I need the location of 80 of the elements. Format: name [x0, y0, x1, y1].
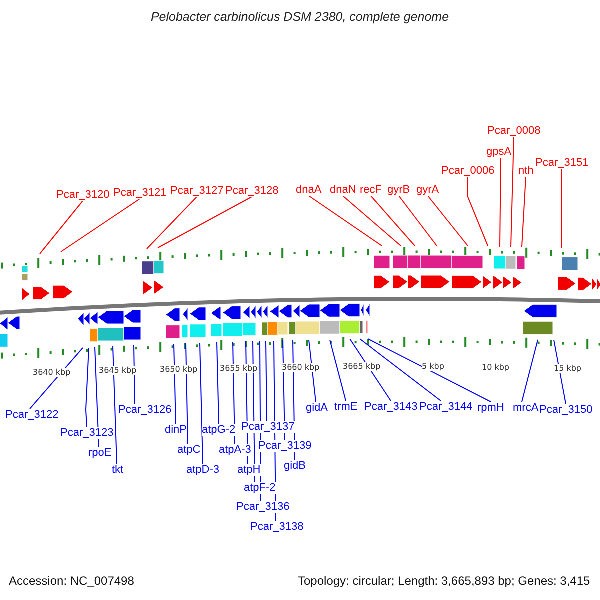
leader-line	[554, 340, 566, 404]
gene-label: tkt	[112, 464, 124, 476]
leader-line	[522, 340, 538, 402]
leader-line	[146, 196, 198, 250]
leader-line	[370, 196, 416, 246]
leader-line	[94, 346, 100, 448]
leader-line	[112, 346, 118, 464]
gene-label: Pcar_3139	[258, 440, 312, 452]
gene-label: nth	[518, 165, 534, 177]
gene-label: gidA	[306, 402, 328, 414]
footer-text: Topology: circular; Length: 3,665,893 bp; Genes: 3,415	[298, 574, 590, 588]
leader-line	[266, 340, 268, 422]
leader-line	[158, 196, 252, 248]
scale-label: 3665 kbp	[343, 362, 381, 370]
scale-label: 15 kbp	[554, 364, 582, 372]
leader-line	[200, 342, 204, 464]
gene-label: atpD-3	[186, 464, 220, 476]
gene-label: mrcA	[513, 402, 539, 414]
gene-label: Pcar_3137	[242, 421, 295, 433]
leader-line	[428, 196, 468, 246]
scale-label: 3660 kbp	[282, 362, 320, 372]
gene-label: gyrA	[416, 184, 440, 196]
gene-label: Pcar_3136	[236, 501, 290, 513]
leader-line	[86, 348, 90, 428]
leader-line	[522, 176, 526, 248]
gene-label: gyrB	[388, 184, 410, 196]
gene-label: Pcar_3128	[226, 185, 279, 197]
gene-label: Pcar_3143	[364, 401, 418, 413]
gene-label: Pcar_0008	[488, 125, 541, 137]
scale-label: 3640 kbp	[33, 368, 71, 376]
gene-label: atpA-3	[219, 444, 252, 456]
gene-label: dnaA	[296, 184, 322, 196]
scale-label: 3650 kbp	[160, 364, 198, 374]
scale-label: 3655 kbp	[220, 364, 258, 372]
gene-label: Pcar_3121	[114, 187, 167, 199]
leader-line	[40, 200, 84, 254]
leader-line	[30, 348, 84, 410]
leader-line	[60, 198, 140, 252]
gene-label: Pcar_3138	[250, 521, 304, 533]
leader-line	[468, 176, 488, 246]
leader-line	[308, 196, 382, 246]
leader-line	[510, 136, 514, 248]
gene-label: atpF-2	[244, 482, 276, 494]
leader-line	[174, 344, 176, 424]
gene-label: Pcar_3126	[118, 404, 172, 416]
gene-label: atpH	[238, 464, 261, 476]
gene-label: Pcar_0006	[442, 165, 495, 177]
leader-line	[308, 340, 316, 402]
gene-label: Pcar_3127	[170, 185, 224, 197]
leader-line	[134, 344, 136, 404]
gene-label: Pcar_3150	[540, 404, 593, 416]
gene-label: atpG-2	[202, 424, 236, 436]
leader-line	[350, 338, 392, 402]
gene-label: Pcar_3123	[60, 427, 114, 439]
leader-line	[360, 338, 442, 402]
gene-label: Pcar_3120	[56, 189, 110, 201]
gene-label: rpoE	[88, 447, 112, 459]
footer-text: Accession: NC_007498	[9, 574, 134, 588]
leader-line	[186, 342, 188, 444]
leader-line	[368, 338, 492, 402]
gene-label: atpC	[178, 444, 201, 456]
gene-label: gpsA	[486, 146, 512, 158]
leader-line	[330, 340, 346, 402]
gene-label: dinP	[165, 424, 188, 436]
gene-label: Pcar_3151	[536, 157, 589, 169]
scale-label: 10 kbp	[482, 362, 510, 372]
leader-line	[342, 196, 402, 246]
gene-label: trmE	[334, 401, 358, 413]
gene-label: recF	[360, 184, 382, 196]
gene-label: dnaN	[330, 184, 356, 196]
scale-label: 3645 kbp	[99, 366, 137, 374]
gene-label: gidB	[284, 460, 306, 472]
scale-label: 5 kbp	[422, 362, 444, 370]
title: Pelobacter carbinolicus DSM 2380, complete genome	[150, 10, 450, 25]
leader-line	[216, 342, 220, 424]
gene-label: Pcar_3144	[420, 401, 473, 413]
leader-line	[500, 158, 502, 248]
gene-label: Pcar_3122	[6, 409, 59, 421]
gene-label: rpmH	[478, 402, 504, 414]
leader-line	[398, 196, 438, 246]
